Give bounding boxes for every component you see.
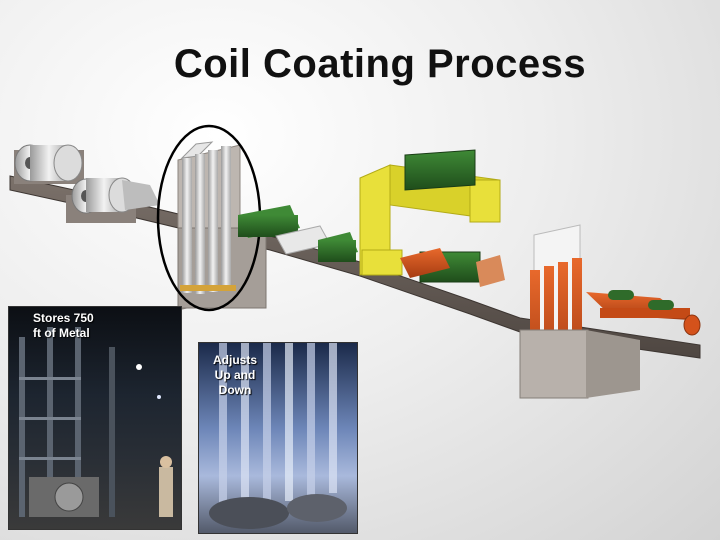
- uncoiler-coils: [14, 144, 160, 223]
- exit-recoiler: [586, 290, 701, 336]
- vertical-strips-image: [209, 343, 347, 529]
- green-process-units-front: [238, 205, 358, 262]
- storage-caption: Stores 750 ft of Metal: [33, 311, 94, 340]
- accumulator-caption: Adjusts Up and Down: [212, 353, 257, 397]
- coil-storage-photo: Stores 750 ft of Metal: [8, 306, 182, 530]
- yellow-oven-frame: [359, 149, 501, 276]
- slide-title: Coil Coating Process: [173, 42, 587, 86]
- green-process-units-rear: [400, 248, 505, 287]
- accumulator-photo: Adjusts Up and Down: [198, 342, 358, 534]
- exit-accumulator: [519, 224, 640, 399]
- warehouse-scene-image: [19, 327, 173, 517]
